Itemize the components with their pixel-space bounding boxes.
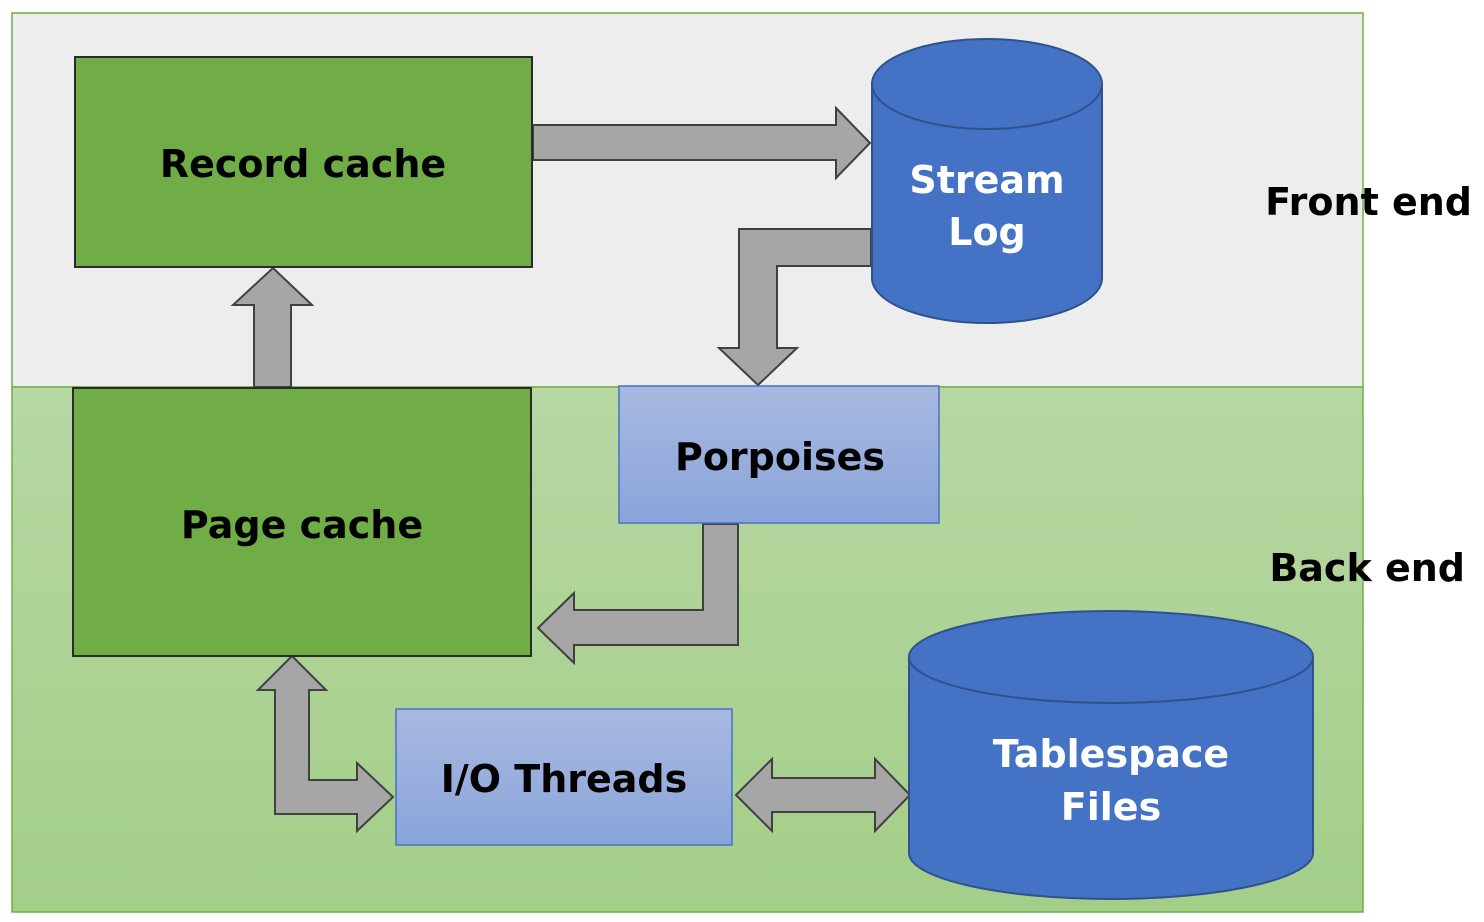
arrow-porpoises-to-page [536,523,739,666]
page-cache-label: Page cache [181,503,423,547]
io-threads-label: I/O Threads [441,757,688,801]
porpoises-box: Porpoises [618,385,940,524]
tablespace-label-line2: Files [1061,785,1161,829]
io-threads-box: I/O Threads [395,708,733,846]
tablespace-files-cylinder: Tablespace Files [908,610,1314,900]
arrow-page-to-record [230,266,315,388]
stream-log-label-line1: Stream [909,158,1064,202]
arrow-page-io-bidirectional [255,654,395,834]
arrow-record-to-stream [532,105,872,181]
front-end-label: Front end [1265,180,1472,224]
porpoises-label: Porpoises [675,435,885,479]
record-cache-label: Record cache [160,142,446,186]
stream-log-label-line2: Log [948,210,1026,254]
stream-log-cylinder: Stream Log [871,38,1103,324]
tablespace-label-line1: Tablespace [993,732,1229,776]
record-cache-box: Record cache [74,56,533,268]
back-end-label: Back end [1269,546,1465,590]
arrow-stream-to-porpoises [716,228,872,387]
page-cache-box: Page cache [72,387,532,657]
